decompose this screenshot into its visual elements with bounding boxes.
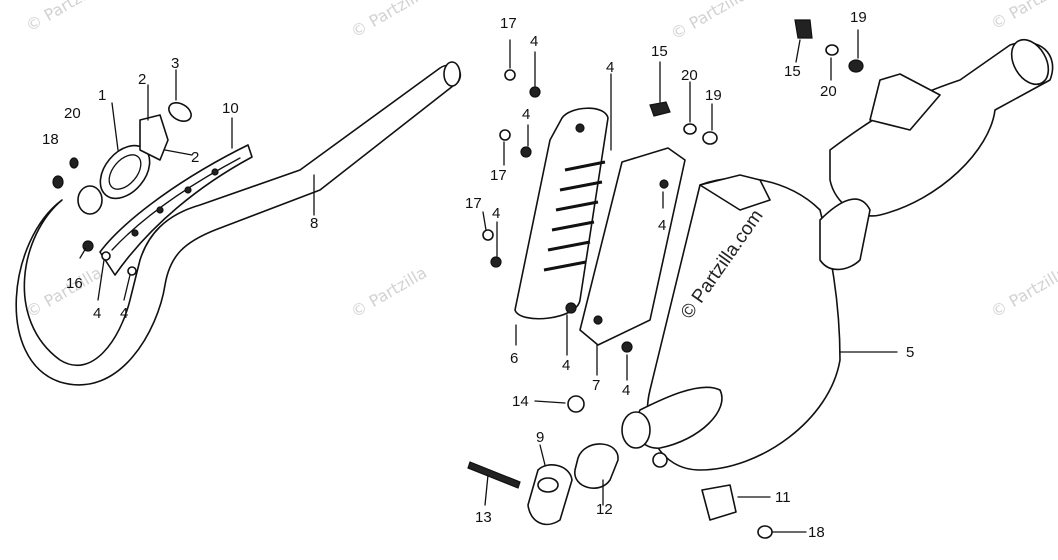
watermark-text: © Partzilla bbox=[988, 0, 1058, 33]
callout-19: 19 bbox=[850, 9, 867, 26]
heat-shield bbox=[99, 144, 253, 276]
callout-11: 11 bbox=[775, 489, 791, 506]
guard-plate bbox=[579, 147, 686, 346]
callout-4: 4 bbox=[93, 305, 101, 322]
watermark-text: © Partzilla bbox=[348, 263, 430, 322]
callout-17: 17 bbox=[500, 15, 517, 32]
callout-16: 16 bbox=[66, 275, 83, 292]
callout-14: 14 bbox=[512, 393, 529, 410]
muffler-guard bbox=[514, 107, 609, 320]
callout-4: 4 bbox=[522, 106, 530, 123]
callout-2: 2 bbox=[191, 149, 199, 166]
watermark-text: © Partzilla bbox=[988, 263, 1058, 322]
callout-7: 7 bbox=[592, 377, 600, 394]
callout-4: 4 bbox=[622, 382, 630, 399]
muffler bbox=[621, 38, 1054, 471]
callout-20: 20 bbox=[64, 105, 81, 122]
fasteners bbox=[482, 19, 864, 353]
callout-18: 18 bbox=[42, 131, 59, 148]
callout-15: 15 bbox=[651, 43, 668, 60]
callout-9: 9 bbox=[536, 429, 544, 446]
callout-13: 13 bbox=[475, 509, 492, 526]
small-parts-right bbox=[701, 484, 773, 539]
callout-4: 4 bbox=[120, 305, 128, 322]
callout-17: 17 bbox=[465, 195, 482, 212]
exhaust-pipe bbox=[15, 61, 462, 386]
callout-4: 4 bbox=[658, 217, 666, 234]
watermark-text: © Partzilla bbox=[23, 0, 105, 35]
watermark-text: © Partzilla bbox=[348, 0, 430, 41]
callout-19: 19 bbox=[705, 87, 722, 104]
watermark-text: © Partzilla bbox=[668, 0, 750, 43]
callout-4: 4 bbox=[606, 59, 614, 76]
callout-8: 8 bbox=[310, 215, 318, 232]
callout-3: 3 bbox=[171, 55, 179, 72]
callout-4: 4 bbox=[530, 33, 538, 50]
callout-5: 5 bbox=[906, 344, 914, 361]
leader-lines bbox=[79, 29, 898, 533]
callout-15: 15 bbox=[784, 63, 801, 80]
callout-4: 4 bbox=[562, 357, 570, 374]
callout-1: 1 bbox=[98, 87, 106, 104]
callout-12: 12 bbox=[596, 501, 613, 518]
small-parts-bottom bbox=[467, 395, 619, 526]
callout-labels: 1 2 2 3 20 18 10 8 16 4 4 17 4 4 17 17 4… bbox=[42, 9, 914, 541]
callout-2: 2 bbox=[138, 71, 146, 88]
callout-17: 17 bbox=[490, 167, 507, 184]
callout-10: 10 bbox=[222, 100, 239, 117]
callout-4: 4 bbox=[492, 205, 500, 222]
callout-6: 6 bbox=[510, 350, 518, 367]
callout-18: 18 bbox=[808, 524, 825, 541]
callout-20: 20 bbox=[681, 67, 698, 84]
callout-20: 20 bbox=[820, 83, 837, 100]
